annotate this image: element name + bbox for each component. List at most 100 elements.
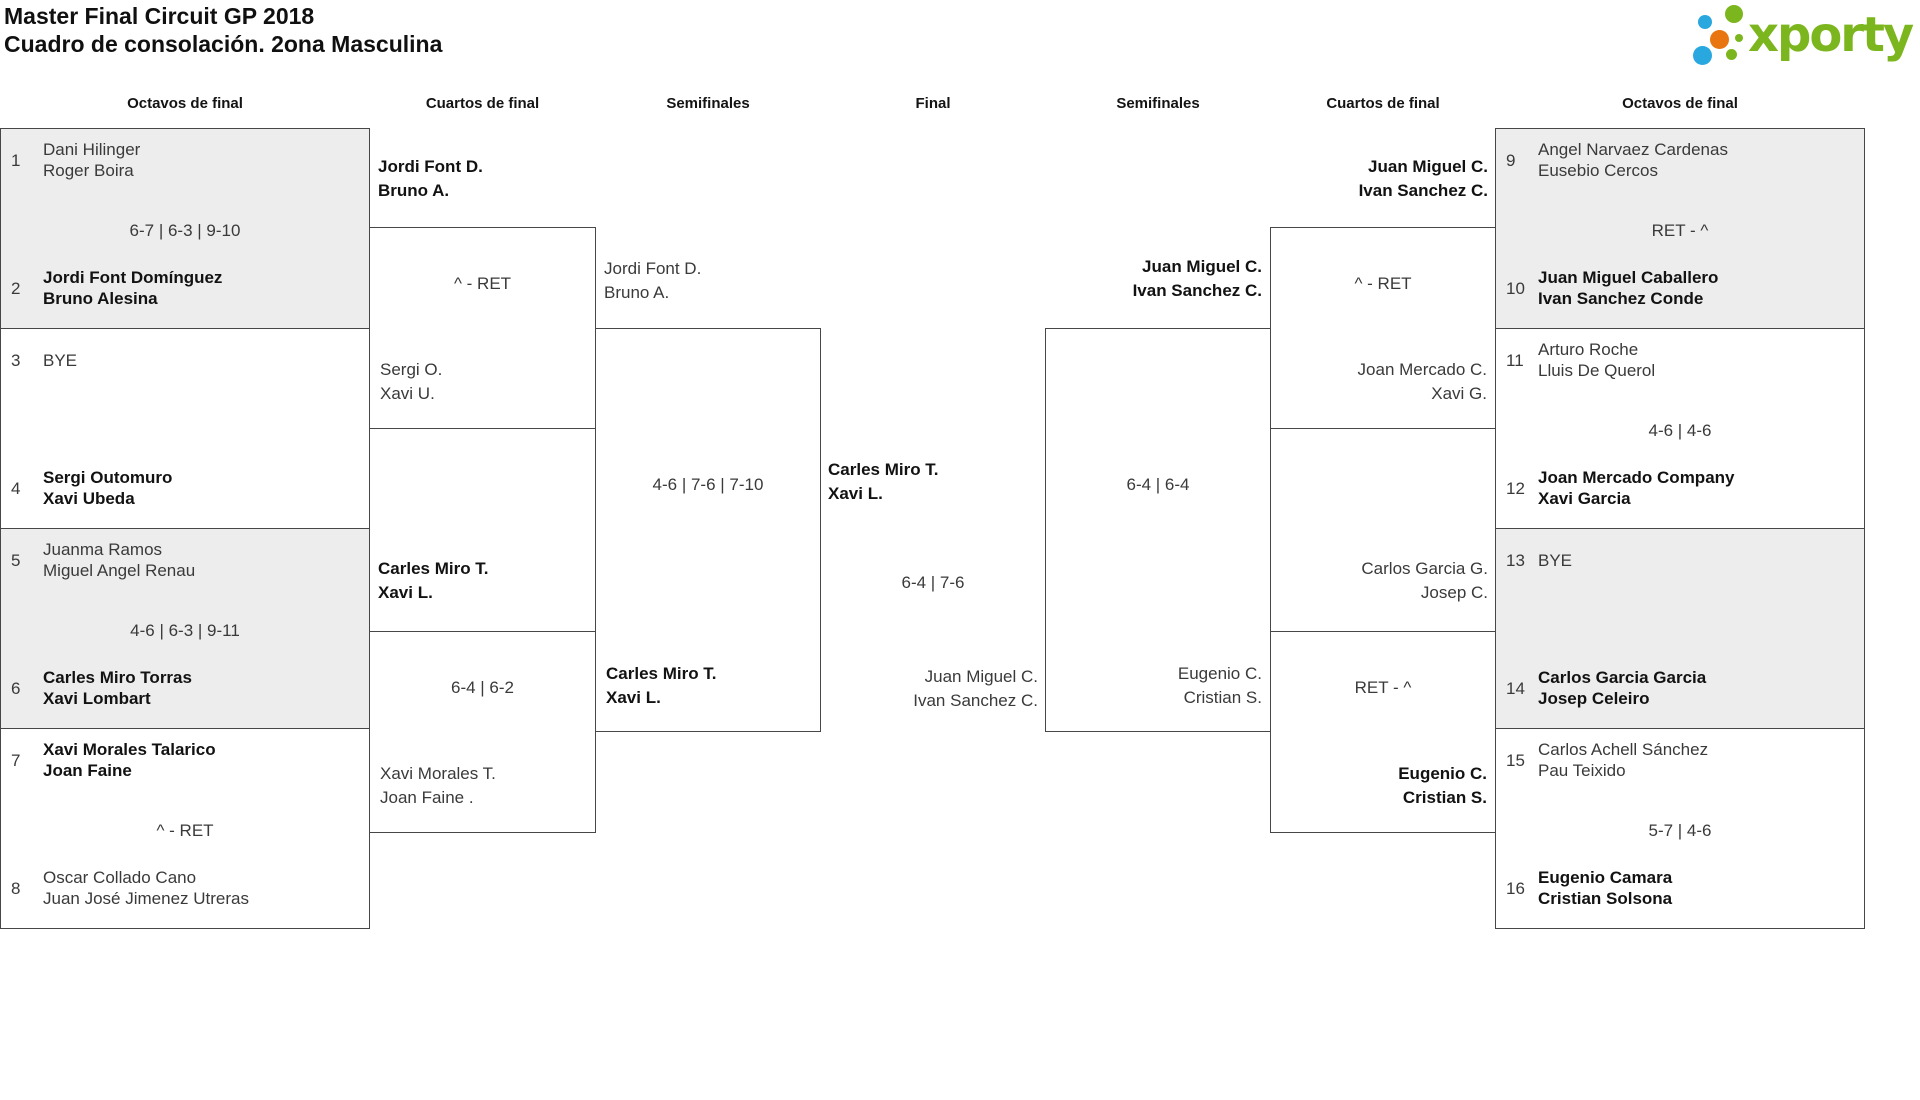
player-name: Ivan Sanchez C. — [1132, 281, 1262, 300]
match-r16-3: 5 Juanma Ramos Miguel Angel Renau 4-6 | … — [0, 528, 370, 729]
player-name: Ivan Sanchez C. — [1358, 181, 1488, 200]
team-names: BYE — [43, 350, 77, 371]
team-entry: 4 Sergi Outomuro Xavi Ubeda — [11, 467, 361, 509]
match-r16-6: 11 Arturo Roche Lluis De Querol 4-6 | 4-… — [1495, 328, 1865, 529]
team-names: Xavi Morales Talarico Joan Faine — [43, 739, 216, 781]
player-name: Xavi Lombart — [43, 689, 151, 708]
match-score: ^ - RET — [156, 821, 214, 840]
seed-number: 5 — [11, 550, 21, 570]
player-name: Josep C. — [1420, 583, 1488, 602]
player-name: Jordi Font D. — [378, 157, 483, 176]
player-name: Cristian S. — [1183, 688, 1262, 707]
player-name: Xavi Morales Talarico — [43, 740, 216, 759]
match-r16-1: 1 Dani Hilinger Roger Boira 6-7 | 6-3 | … — [0, 128, 370, 329]
logo-dot-orange-icon — [1710, 30, 1729, 49]
player-name: Xavi Garcia — [1538, 489, 1631, 508]
logo-dot-green-bottom-icon — [1726, 49, 1737, 60]
player-name: Sergi O. — [380, 360, 443, 379]
player-name: Cristian Solsona — [1538, 889, 1673, 908]
player-name: Carles Miro T. — [828, 460, 939, 479]
match-r16-4: 7 Xavi Morales Talarico Joan Faine ^ - R… — [0, 728, 370, 929]
player-name: Xavi L. — [828, 484, 883, 503]
team-entry: 10 Juan Miguel Caballero Ivan Sanchez Co… — [1506, 267, 1856, 309]
seed-number: 1 — [11, 150, 21, 170]
logo-dot-green-icon — [1725, 5, 1743, 23]
team-names: Carlos Garcia Garcia Josep Celeiro — [1538, 667, 1706, 709]
player-name: Dani Hilinger — [43, 140, 141, 159]
seed-number: 8 — [11, 878, 21, 898]
match-score: 6-7 | 6-3 | 9-10 — [129, 221, 241, 240]
player-name: Eusebio Cercos — [1538, 161, 1659, 180]
match-score: 4-6 | 7-6 | 7-10 — [652, 475, 764, 494]
player-name: Carlos Garcia Garcia — [1538, 668, 1707, 687]
player-name: Miguel Angel Renau — [43, 561, 196, 580]
team-entry: 5 Juanma Ramos Miguel Angel Renau — [11, 539, 361, 581]
player-name: Carles Miro Torras — [43, 668, 192, 687]
team-names: Juanma Ramos Miguel Angel Renau — [43, 539, 195, 581]
qf-left-1-loser-label: Sergi O. Xavi U. — [380, 358, 442, 406]
match-score: 5-7 | 4-6 — [1648, 821, 1712, 840]
qf-left-2-loser-label: Xavi Morales T. Joan Faine . — [380, 762, 496, 810]
player-name: Juan Miguel C. — [1142, 257, 1262, 276]
round-header-qf-right: Cuartos de final — [1326, 95, 1440, 112]
player-name: Juan José Jimenez Utreras — [43, 889, 249, 908]
qf-right-2-winner-label: Eugenio C. Cristian S. — [1398, 762, 1487, 810]
round-header-r16-left: Octavos de final — [127, 95, 243, 112]
qf-right-2-loser-label: Carlos Garcia G. Josep C. — [1361, 557, 1488, 605]
sf-right-top-label: Juan Miguel C. Ivan Sanchez C. — [1133, 255, 1262, 303]
round-header-r16-right: Octavos de final — [1622, 95, 1738, 112]
player-name: Xavi Ubeda — [43, 489, 135, 508]
team-names: Dani Hilinger Roger Boira — [43, 139, 140, 181]
match-score: 6-4 | 6-4 — [1126, 475, 1190, 494]
match-score: 4-6 | 4-6 — [1648, 421, 1712, 440]
player-name: Ivan Sanchez Conde — [1538, 289, 1704, 308]
round-header-qf-left: Cuartos de final — [425, 95, 540, 112]
seed-number: 7 — [11, 750, 21, 770]
player-name: Eugenio C. — [1177, 664, 1262, 683]
player-name: Xavi Morales T. — [380, 764, 496, 783]
player-name: BYE — [1538, 550, 1573, 570]
xporty-logo[interactable]: xporty — [1686, 2, 1918, 68]
team-entry: 16 Eugenio Camara Cristian Solsona — [1506, 867, 1856, 909]
team-entry: 3 BYE — [11, 339, 361, 381]
logo-dot-blue-icon — [1698, 15, 1712, 29]
seed-number: 9 — [1506, 150, 1516, 170]
team-entry: 7 Xavi Morales Talarico Joan Faine — [11, 739, 361, 781]
team-names: Juan Miguel Caballero Ivan Sanchez Conde — [1538, 267, 1718, 309]
team-entry: 9 Angel Narvaez Cardenas Eusebio Cercos — [1506, 139, 1856, 181]
player-name: Carles Miro T. — [606, 664, 717, 683]
team-entry: 14 Carlos Garcia Garcia Josep Celeiro — [1506, 667, 1856, 709]
match-score: 4-6 | 6-3 | 9-11 — [130, 621, 240, 640]
player-name: Juan Miguel C. — [924, 667, 1038, 686]
page-title: Master Final Circuit GP 2018 — [4, 3, 315, 29]
match-qf-left-1: ^ - RET Sergi O. Xavi U. — [369, 227, 596, 429]
player-name: Juanma Ramos — [43, 540, 163, 559]
round-header-sf-right: Semifinales — [1116, 95, 1200, 112]
team-entry: 13 BYE — [1506, 539, 1856, 581]
seed-number: 4 — [11, 478, 21, 498]
team-names: Carlos Achell Sánchez Pau Teixido — [1538, 739, 1708, 781]
match-score: RET - ^ — [1354, 678, 1412, 697]
team-entry: 15 Carlos Achell Sánchez Pau Teixido — [1506, 739, 1856, 781]
player-name: Eugenio C. — [1398, 764, 1487, 783]
team-names: BYE — [1538, 550, 1572, 571]
sf-right-loser-label: Eugenio C. Cristian S. — [1178, 662, 1262, 710]
match-qf-right-2: RET - ^ Eugenio C. Cristian S. — [1270, 631, 1496, 833]
team-names: Joan Mercado Company Xavi Garcia — [1538, 467, 1735, 509]
qf-left-1-winner-label: Jordi Font D. Bruno A. — [378, 155, 483, 203]
seed-number: 10 — [1506, 278, 1525, 298]
player-name: Joan Mercado C. — [1357, 360, 1487, 379]
player-name: Bruno A. — [378, 181, 450, 200]
match-r16-8: 15 Carlos Achell Sánchez Pau Teixido 5-7… — [1495, 728, 1865, 929]
sf-left-top-label: Jordi Font D. Bruno A. — [604, 257, 701, 305]
match-qf-right-1: ^ - RET Joan Mercado C. Xavi G. — [1270, 227, 1496, 429]
seed-number: 2 — [11, 278, 21, 298]
player-name: Joan Faine . — [380, 788, 474, 807]
match-score: RET - ^ — [1651, 221, 1709, 240]
team-entry: 8 Oscar Collado Cano Juan José Jimenez U… — [11, 867, 361, 909]
player-name: Roger Boira — [43, 161, 134, 180]
qf-left-2-winner-label: Carles Miro T. Xavi L. — [378, 557, 489, 605]
seed-number: 16 — [1506, 878, 1525, 898]
player-name: Carlos Garcia G. — [1361, 559, 1488, 578]
player-name: Josep Celeiro — [1538, 689, 1650, 708]
